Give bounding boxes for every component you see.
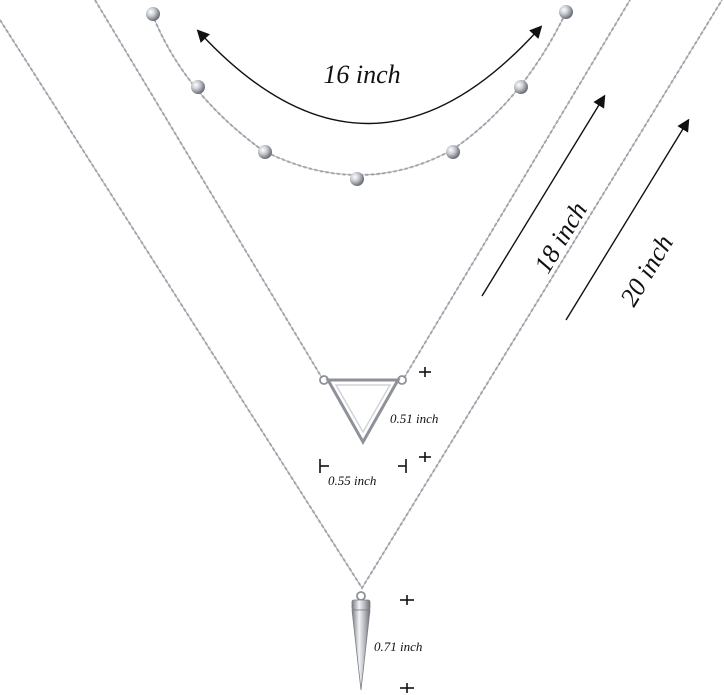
bead — [258, 145, 272, 159]
bead-chain — [146, 5, 573, 186]
length-16-annotation: 16 inch — [196, 25, 543, 125]
bead — [446, 145, 460, 159]
triangle-height-label: 0.51 inch — [390, 411, 438, 426]
length-20-label: 20 inch — [614, 230, 679, 311]
triangle-height-annotation: 0.51 inch — [390, 367, 438, 462]
spike-height-annotation: 0.71 inch — [374, 595, 422, 693]
spike-pendant — [351, 591, 371, 691]
triangle-pendant — [319, 375, 407, 446]
spike-chain — [0, 0, 723, 591]
curved-arrow-icon — [196, 25, 543, 125]
length-18-label: 18 inch — [528, 197, 593, 278]
bead — [350, 172, 364, 186]
length-16-label: 16 inch — [323, 60, 400, 89]
length-18-annotation: 18 inch — [481, 94, 606, 297]
bead — [146, 7, 160, 21]
triangle-chain — [94, 0, 631, 379]
spike-height-label: 0.71 inch — [374, 639, 422, 654]
bead — [191, 80, 205, 94]
bead — [559, 5, 573, 19]
arrow-icon — [481, 94, 606, 297]
bead — [514, 80, 528, 94]
triangle-width-label: 0.55 inch — [328, 473, 376, 488]
triangle-width-annotation: 0.55 inch — [319, 459, 407, 488]
arrow-icon — [565, 118, 690, 321]
